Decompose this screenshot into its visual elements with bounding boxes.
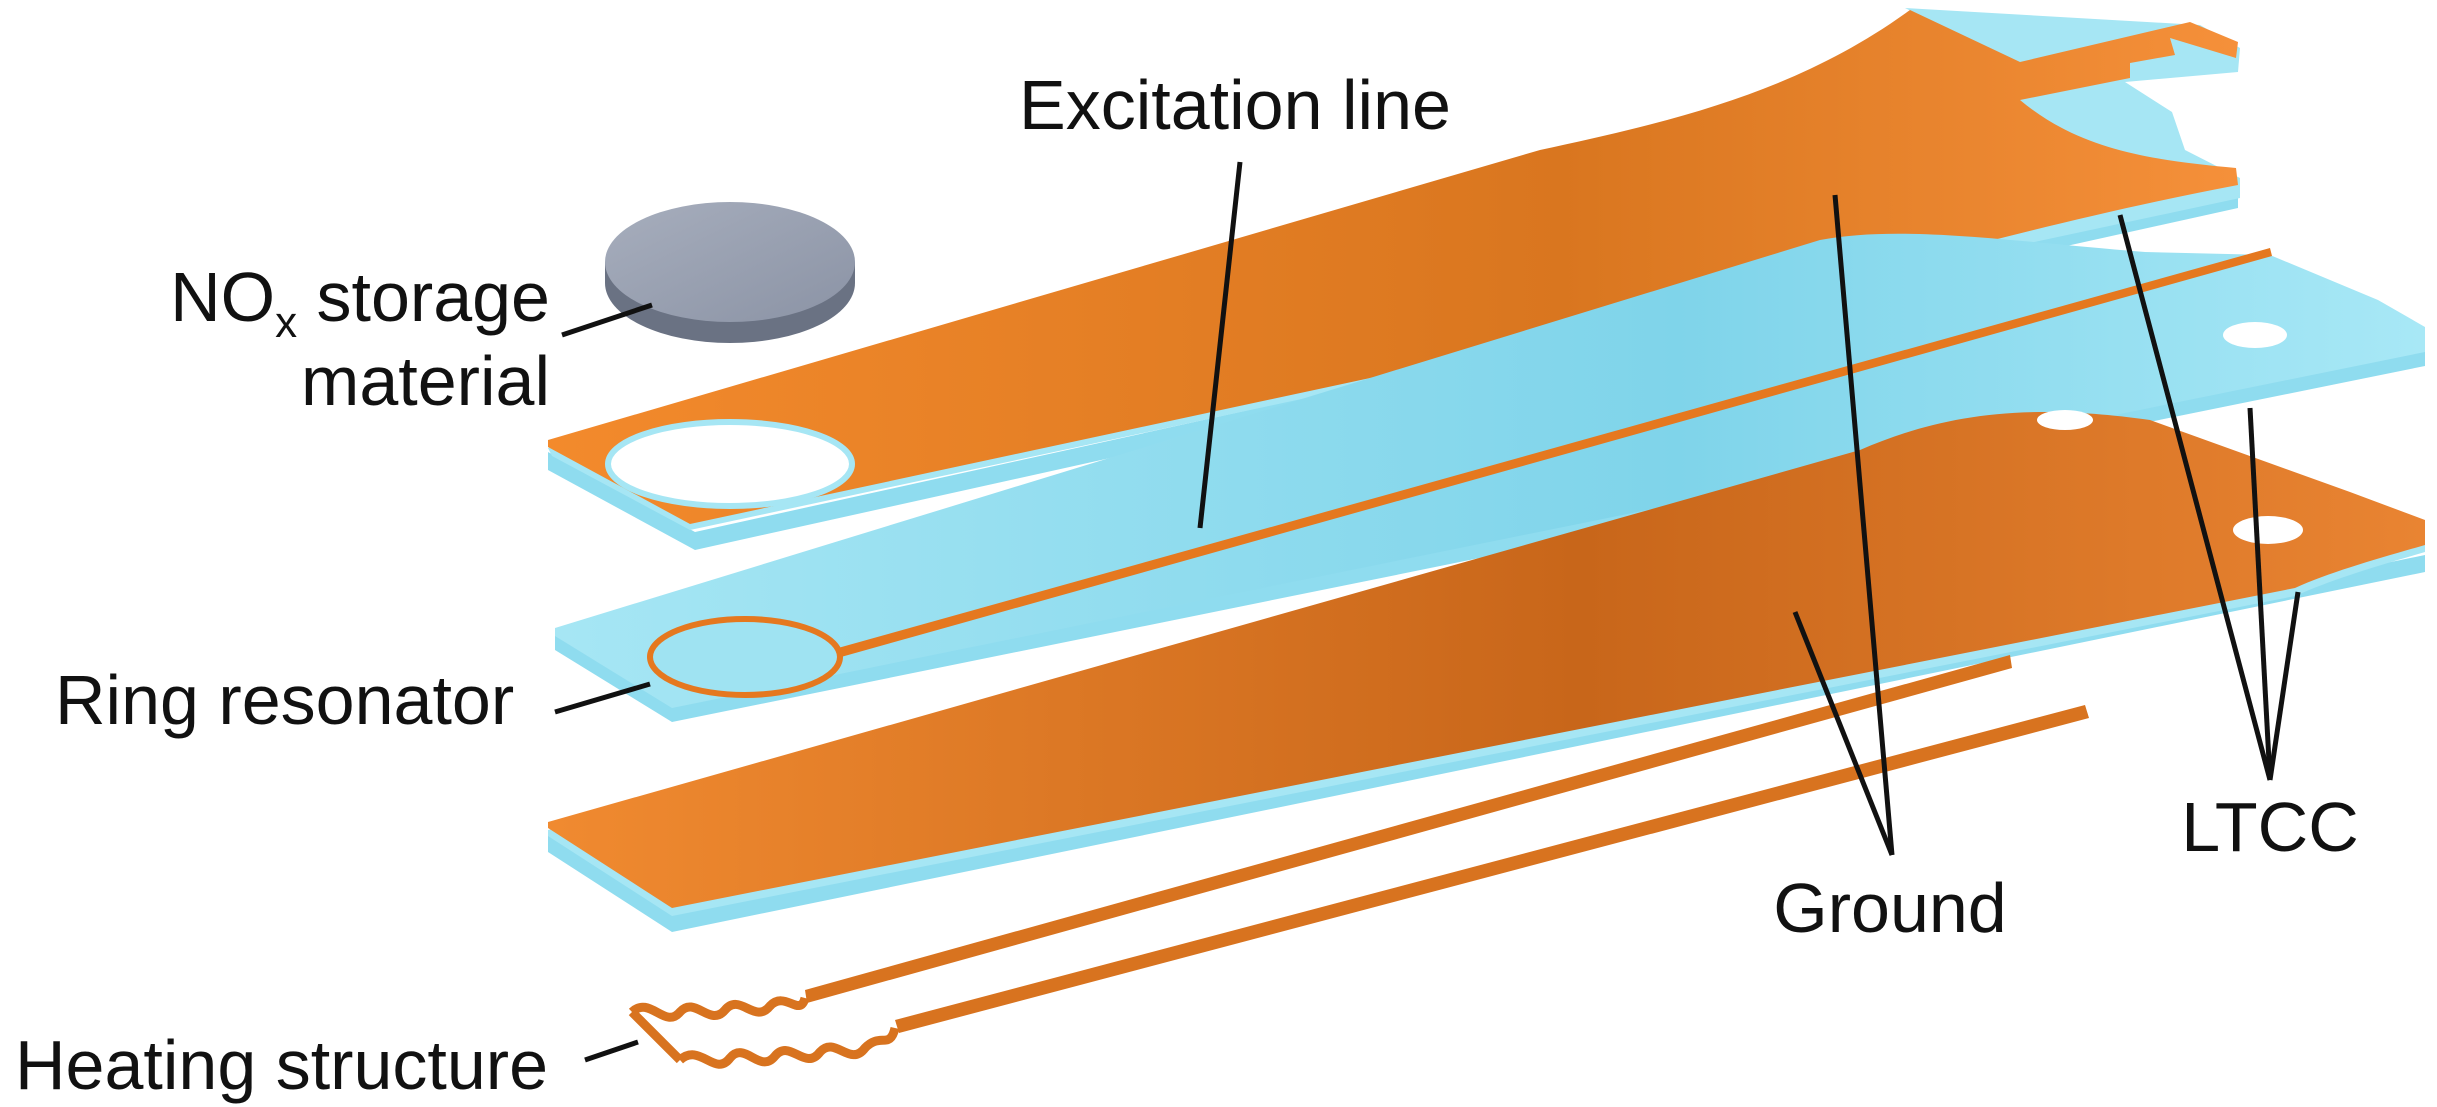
label-ring-resonator: Ring resonator [55, 665, 514, 735]
ground-layer [548, 410, 2425, 932]
nox-line2: material [301, 342, 550, 420]
middle-layer [555, 233, 2425, 722]
nox-storage-disc [605, 202, 855, 343]
leader-ring [554, 681, 651, 715]
excitation-line-trace [838, 248, 2272, 657]
leader-ltcc-c [2267, 591, 2301, 781]
label-ground: Ground [1740, 873, 2040, 943]
label-ltcc: LTCC [2150, 792, 2390, 862]
label-heating-structure: Heating structure [15, 1030, 548, 1100]
leader-ground-b [1792, 611, 1895, 856]
storage-opening [605, 419, 855, 509]
nox-prefix: NO [170, 258, 276, 336]
leader-ground-a [1832, 194, 1895, 856]
ground-text: Ground [1773, 869, 2007, 947]
leader-heating [584, 1039, 639, 1063]
excitation-line-text: Excitation line [1019, 66, 1451, 144]
nox-suffix: storage [297, 258, 551, 336]
ring-resonator-text: Ring resonator [55, 661, 515, 739]
leader-nox [561, 302, 653, 338]
label-excitation-line: Excitation line [1000, 70, 1470, 140]
heating-structure-traces [628, 655, 2089, 1069]
top-layer [548, 8, 2240, 550]
leader-ltcc-b [2247, 407, 2273, 781]
ltcc-text: LTCC [2181, 788, 2359, 866]
leader-excitation [1197, 161, 1243, 529]
nox-subscript: x [275, 298, 298, 347]
leader-lines [554, 161, 2301, 1063]
label-nox-storage: NOx storage material [110, 262, 550, 416]
heating-structure-text: Heating structure [15, 1026, 549, 1104]
leader-ltcc-a [2117, 214, 2273, 781]
ring-resonator-shape [647, 616, 843, 698]
